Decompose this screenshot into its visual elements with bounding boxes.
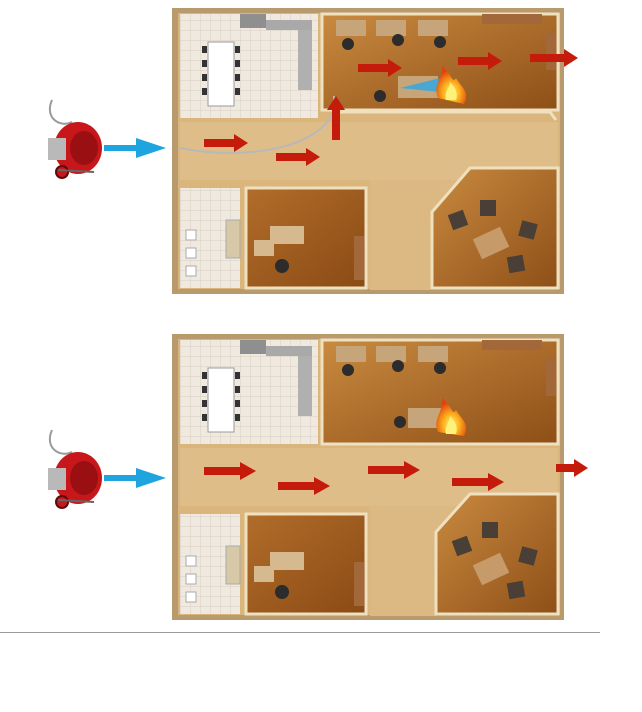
airflow-arrows-top — [204, 49, 578, 166]
meeting-chairs — [202, 46, 240, 95]
lounge-table — [472, 552, 510, 586]
blower-arrow-icon — [104, 468, 166, 488]
airflow-arrow-icon — [368, 461, 420, 479]
floorplan-bottom — [48, 334, 588, 620]
floorplan-panel-top — [0, 0, 642, 300]
airflow-arrow-icon — [458, 52, 502, 70]
airflow-arrow-icon — [530, 49, 578, 67]
lounge-chairs — [447, 200, 538, 274]
office-desks-top — [336, 14, 556, 70]
kitchen-side-counter — [298, 30, 312, 90]
airflow-arrow-icon — [204, 462, 256, 480]
lounge-chairs — [451, 522, 538, 600]
airflow-arrow-icon — [327, 96, 345, 140]
office-desks-top — [336, 340, 556, 396]
lounge — [432, 168, 558, 288]
ppv-fan-icon — [48, 99, 102, 179]
small-office-desk — [270, 226, 304, 244]
kitchen-bench — [266, 20, 312, 30]
small-office-desk — [270, 552, 304, 570]
office-desk-mid — [408, 408, 442, 428]
airflow-arrow-icon — [276, 148, 320, 166]
corridor-branch — [370, 506, 470, 616]
kitchen-bench — [266, 346, 312, 356]
meeting-chairs — [202, 372, 240, 421]
lounge-table — [472, 226, 510, 260]
kitchen-counter — [240, 340, 266, 354]
airflow-arrow-icon — [358, 59, 402, 77]
office-chairs-top — [342, 34, 446, 102]
kitchen-counter — [240, 14, 266, 28]
kitchen-side-counter — [298, 356, 312, 416]
lounge — [436, 494, 558, 614]
small-office — [246, 188, 366, 288]
meeting-table — [207, 41, 235, 107]
fire-icon — [436, 398, 467, 436]
fire-icon — [436, 66, 467, 104]
airflow-arrow-icon — [452, 473, 504, 491]
blower-arrow-icon — [104, 138, 166, 158]
office-chairs-top — [342, 360, 446, 428]
toilets — [185, 545, 241, 603]
meeting-table — [207, 367, 235, 433]
ppv-fan-icon — [48, 429, 102, 509]
extinguisher-spray — [400, 78, 440, 92]
floorplan-panel-bottom — [0, 326, 642, 626]
airflow-arrow-icon — [556, 459, 588, 477]
small-office — [246, 514, 366, 614]
divider-line — [0, 632, 600, 633]
toilets — [185, 219, 241, 277]
airflow-arrow-icon — [204, 134, 248, 152]
airflow-arrows-bottom — [204, 459, 588, 495]
airflow-arrow-icon — [278, 477, 330, 495]
floorplan-top — [48, 8, 578, 294]
